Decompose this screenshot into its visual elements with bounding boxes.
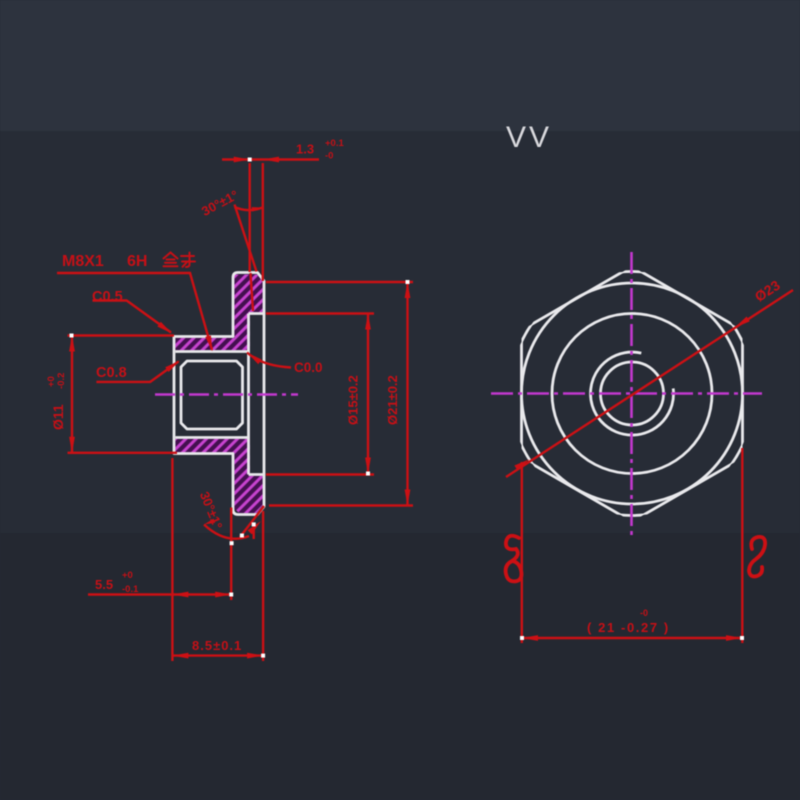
svg-text:C0.5: C0.5 xyxy=(92,289,123,305)
svg-text:-0: -0 xyxy=(325,151,333,162)
svg-text:M8X1: M8X1 xyxy=(62,253,104,270)
svg-text:+0: +0 xyxy=(46,376,57,387)
svg-text:( 21 -0.27 ): ( 21 -0.27 ) xyxy=(587,620,670,635)
svg-text:-0.2: -0.2 xyxy=(56,373,67,389)
svg-text:C0.0: C0.0 xyxy=(294,360,323,375)
svg-text:1.3: 1.3 xyxy=(296,142,314,157)
svg-text:C0.8: C0.8 xyxy=(96,365,127,381)
svg-text:+0: +0 xyxy=(122,570,133,581)
svg-text:Ø15±0.2: Ø15±0.2 xyxy=(346,375,361,425)
svg-text:8.5±0.1: 8.5±0.1 xyxy=(192,638,242,653)
svg-text:Ø21±0.2: Ø21±0.2 xyxy=(385,375,400,425)
svg-text:VV: VV xyxy=(506,121,552,154)
svg-text:6H: 6H xyxy=(127,253,147,270)
svg-text:5.5: 5.5 xyxy=(95,577,113,592)
svg-text:-0.1: -0.1 xyxy=(122,584,139,595)
svg-text:Ø11: Ø11 xyxy=(50,404,66,430)
svg-text:-0: -0 xyxy=(640,608,648,618)
svg-text:+0.1: +0.1 xyxy=(325,138,344,149)
